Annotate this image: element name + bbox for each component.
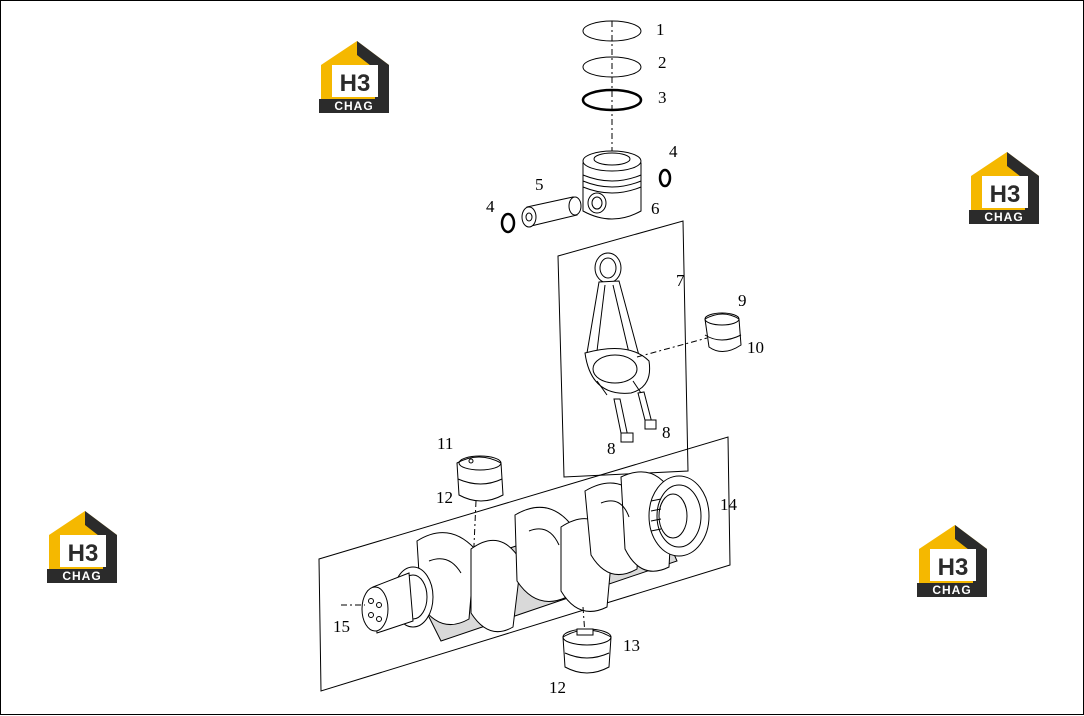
callout-5: 5: [535, 175, 544, 194]
piston-pin: [521, 196, 582, 228]
upper-bearing-axis-line: [472, 500, 477, 568]
circlip-left: [500, 212, 516, 234]
callout-4-right: 4: [669, 142, 678, 161]
brand-logo-bottom-right: H3 CHAG: [915, 523, 995, 599]
callout-7: 7: [676, 271, 685, 290]
svg-text:H3: H3: [990, 181, 1021, 208]
callout-8-left: 8: [607, 439, 616, 458]
connecting-rod-group-outline: [557, 220, 689, 478]
crankshaft-group-outline: [318, 436, 731, 692]
piston: [582, 150, 642, 220]
callout-10: 10: [747, 338, 764, 357]
house-logo-icon: H3: [319, 41, 389, 113]
piston-ring-1: [582, 20, 642, 42]
callout-12-top: 12: [436, 488, 453, 507]
main-bearing-upper: [456, 455, 504, 502]
callout-2: 2: [658, 53, 667, 72]
callout-8-right: 8: [662, 423, 671, 442]
svg-text:H3: H3: [68, 540, 99, 567]
rod-bearing-shell: [704, 312, 742, 352]
callout-14: 14: [720, 495, 737, 514]
callout-15: 15: [333, 617, 350, 636]
main-bearing-lower: [562, 628, 612, 674]
logo-wordmark: CHAG: [984, 210, 1024, 224]
callout-6: 6: [651, 199, 660, 218]
callout-3: 3: [658, 88, 667, 107]
callout-4-left: 4: [486, 197, 495, 216]
svg-text:H3: H3: [938, 554, 969, 581]
circlip-right: [658, 168, 672, 188]
rod-to-bearing-line: [636, 337, 708, 358]
callout-13: 13: [623, 636, 640, 655]
svg-text:H3: H3: [340, 70, 371, 97]
crankshaft: [361, 471, 710, 642]
piston-ring-3: [581, 88, 643, 112]
piston-ring-2: [582, 56, 642, 78]
brand-logo-bottom-left: H3 CHAG: [45, 509, 125, 585]
house-logo-icon: H3: [47, 511, 117, 583]
brand-logo-top-left: H3 CHAG: [317, 39, 397, 115]
callout-11: 11: [437, 434, 454, 453]
house-logo-icon: H3: [969, 152, 1039, 224]
brand-logo-top-right: H3 CHAG: [967, 150, 1047, 226]
callout-12-bottom: 12: [549, 678, 566, 697]
callout-9: 9: [738, 291, 747, 310]
logo-wordmark: CHAG: [62, 569, 102, 583]
connecting-rod: [584, 252, 651, 396]
rod-bolt-right: [637, 391, 657, 430]
callout-1: 1: [656, 20, 665, 39]
house-logo-icon: H3: [917, 525, 987, 597]
rod-bolt-left: [613, 398, 634, 443]
logo-wordmark: CHAG: [932, 583, 972, 597]
logo-wordmark: CHAG: [334, 99, 374, 113]
